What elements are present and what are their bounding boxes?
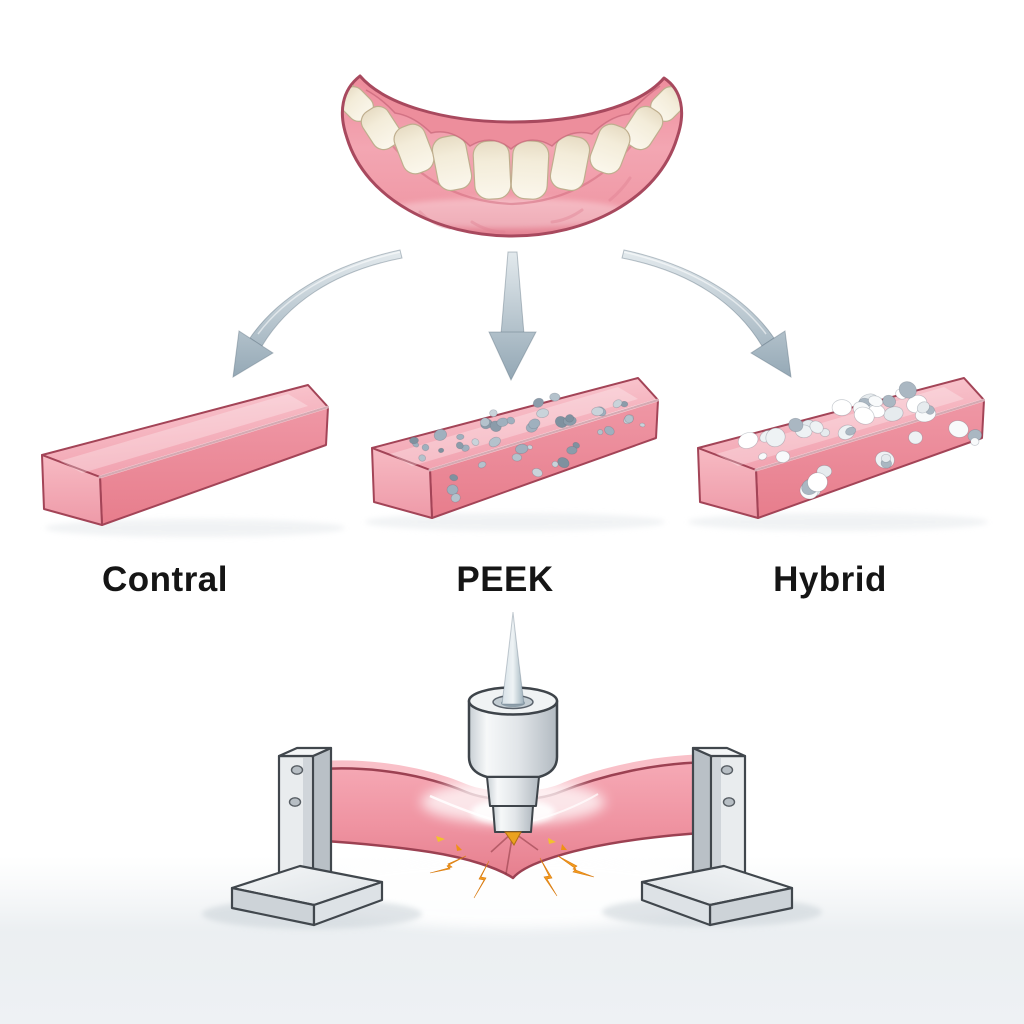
filler-particle [531,468,543,478]
filler-particle [765,427,786,448]
specimen-peek-bar [370,376,660,520]
teeth-row [342,76,682,200]
filler-particle [418,454,427,462]
filler-particle [455,441,464,450]
filler-particle [612,399,623,409]
specimen-label-control: Contral [102,560,228,599]
filler-particle [775,450,791,463]
specimen-shadow [45,519,345,537]
fracture-fleck [561,844,567,850]
load-plunger [467,611,559,846]
filler-particle [591,406,604,417]
filler-particle [557,457,570,469]
denture-illustration [340,74,684,238]
filler-particle [433,428,447,441]
indenter-tip [504,831,522,846]
filler-particle [807,472,828,493]
specimen-shadow [688,513,988,531]
tooth [472,140,512,200]
filler-particles [409,392,646,503]
curved-arrow-down-right-icon [621,249,792,378]
specimen-hybrid-bar [696,376,986,520]
load-spike [501,611,525,705]
filler-particle [506,416,516,425]
tooth [622,105,664,151]
filler-particle [883,406,904,422]
filler-particle [488,436,501,448]
filler-particle [532,397,544,408]
filler-particle [456,433,465,440]
filler-particle [758,452,768,461]
specimen-control-bar [40,383,330,527]
tooth [360,105,402,151]
filler-particle [489,409,498,418]
filler-particle [438,447,445,453]
gingival-scallop-line [365,85,661,150]
filler-particle [948,420,969,438]
filler-particles [737,381,982,500]
filler-particle [880,453,892,463]
filler-particle [528,418,541,430]
fracture-spark-icon [429,855,595,899]
fracture-fleck [548,838,556,844]
filler-particle [908,430,923,445]
filler-particle [845,426,857,436]
filler-particle [471,438,480,446]
filler-particle [737,432,759,449]
fracture-fleck [456,844,462,851]
filler-particle [882,394,897,408]
filler-particle [449,474,459,482]
filler-particle [566,446,578,455]
filler-particle [604,425,615,436]
filler-particle [809,420,824,434]
filler-particle [551,460,559,468]
tooth [431,134,473,192]
specimen-top-face [308,754,716,801]
filler-particle [421,443,430,452]
plunger-step-2 [492,805,534,833]
filler-particle [479,417,491,427]
filler-particle [898,381,917,399]
filler-particle [916,401,930,414]
filler-particle [624,414,634,424]
filler-particle [565,414,575,423]
tooth [549,134,591,192]
filler-particle [868,395,884,407]
filler-particle [515,443,529,454]
upper-gum-band [356,76,664,149]
tooth [393,123,435,175]
filler-particle [477,461,487,469]
tooth [589,123,631,175]
filler-particle [461,444,470,452]
specimen-shadow [365,513,665,531]
filler-particle [549,392,561,402]
fracture-fleck [436,836,445,842]
tooth [510,140,550,200]
flexural-test-illustration [0,611,1024,1024]
filler-particle [511,453,523,462]
straight-arrow-down-icon [488,251,537,382]
crack-highlight [527,793,599,823]
filler-particle [970,437,980,446]
filler-particle [409,436,419,445]
filler-particle [450,493,461,503]
specimen-label-hybrid: Hybrid [773,560,887,599]
curved-arrow-down-left-icon [232,249,403,378]
filler-particle [536,408,550,419]
filler-particle [831,399,853,416]
specimen-label-peek: PEEK [456,560,553,599]
filler-particle [853,406,875,425]
filler-particle [597,429,604,436]
filler-particle [639,422,646,428]
plunger-step-1 [486,776,540,807]
filler-particle [788,417,804,433]
denture-outline [340,74,684,238]
